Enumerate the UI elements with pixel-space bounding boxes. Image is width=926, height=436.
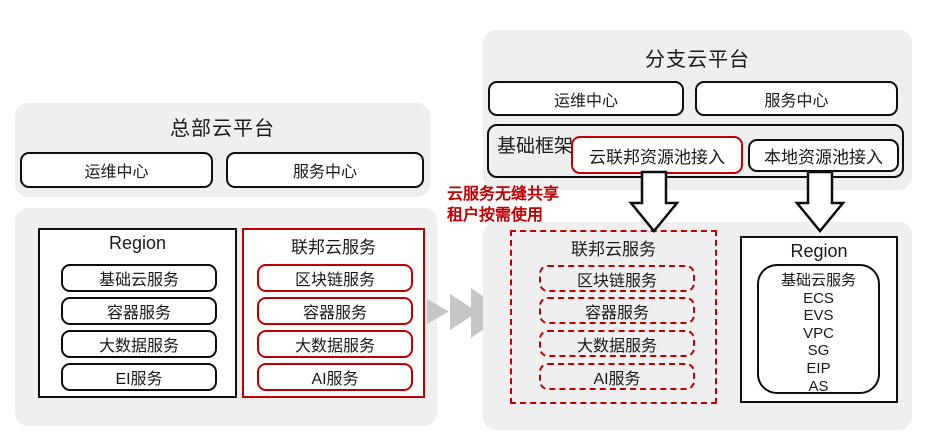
annotation-text: 云服务无缝共享 租户按需使用 <box>447 184 559 226</box>
region-line-basic-cloud: 基础云服务 <box>780 272 856 289</box>
region-line-evs: EVS <box>803 307 834 325</box>
hq-federation-group: 联邦云服务 区块链服务 容器服务 大数据服务 AI服务 <box>242 228 425 398</box>
hq-services-panel: Region 基础云服务 容器服务 大数据服务 EI服务 联邦云服务 区块链服务… <box>15 208 437 426</box>
hq-ops-center-node: 运维中心 <box>20 152 213 188</box>
branch-federation-service-bigdata: 大数据服务 <box>539 330 695 357</box>
hq-platform-panel: 总部云平台 运维中心 服务中心 <box>15 103 430 197</box>
branch-federation-service-ai: AI服务 <box>539 363 695 390</box>
hq-region-service-bigdata: 大数据服务 <box>61 330 217 358</box>
hq-region-service-ei: EI服务 <box>61 363 217 391</box>
branch-region-title: Region <box>790 241 848 261</box>
region-line-eip: EIP <box>806 359 831 377</box>
hq-federation-title: 联邦云服务 <box>291 238 376 257</box>
hq-federation-service-container: 容器服务 <box>257 297 413 325</box>
hq-region-service-container: 容器服务 <box>61 297 217 325</box>
branch-services-panel: 联邦云服务 区块链服务 容器服务 大数据服务 AI服务 Region 基础云服务… <box>483 222 912 430</box>
federation-pool-access-node: 云联邦资源池接入 <box>571 136 743 174</box>
region-line-sg: SG <box>807 342 830 360</box>
hq-federation-service-bigdata: 大数据服务 <box>257 330 413 358</box>
branch-federation-service-container: 容器服务 <box>539 297 695 324</box>
hq-platform-title: 总部云平台 <box>170 118 275 140</box>
annotation-line-1: 云服务无缝共享 <box>447 186 560 203</box>
hq-region-group: Region 基础云服务 容器服务 大数据服务 EI服务 <box>38 228 237 398</box>
hq-service-center-node: 服务中心 <box>226 152 424 188</box>
branch-service-center-node: 服务中心 <box>695 81 898 116</box>
region-line-as: AS <box>808 377 829 395</box>
hq-federation-service-ai: AI服务 <box>257 363 413 391</box>
local-down-arrow-icon <box>794 170 846 233</box>
down-arrows <box>628 170 846 233</box>
branch-framework-label: 基础框架 <box>497 136 574 157</box>
region-line-vpc: VPC <box>803 324 834 342</box>
branch-region-group: Region 基础云服务 ECS EVS VPC SG EIP AS <box>740 236 898 403</box>
branch-ops-center-node: 运维中心 <box>488 81 684 116</box>
branch-region-resource-list: 基础云服务 ECS EVS VPC SG EIP AS <box>757 264 880 395</box>
branch-platform-title: 分支云平台 <box>645 49 750 71</box>
branch-federation-title: 联邦云服务 <box>571 240 656 259</box>
branch-federation-service-blockchain: 区块链服务 <box>539 265 695 292</box>
region-line-ecs: ECS <box>803 289 834 307</box>
branch-platform-panel: 分支云平台 运维中心 服务中心 基础框架 云联邦资源池接入 本地资源池接入 <box>483 30 912 190</box>
hq-region-title: Region <box>108 233 167 253</box>
federation-down-arrow-icon <box>628 170 680 233</box>
branch-federation-group: 联邦云服务 区块链服务 容器服务 大数据服务 AI服务 <box>510 230 717 404</box>
hq-federation-service-blockchain: 区块链服务 <box>257 264 413 292</box>
local-pool-access-node: 本地资源池接入 <box>748 139 899 172</box>
annotation-line-2: 租户按需使用 <box>447 207 544 224</box>
branch-framework-group: 基础框架 云联邦资源池接入 本地资源池接入 <box>487 124 904 178</box>
hq-region-service-basic-cloud: 基础云服务 <box>61 264 217 292</box>
